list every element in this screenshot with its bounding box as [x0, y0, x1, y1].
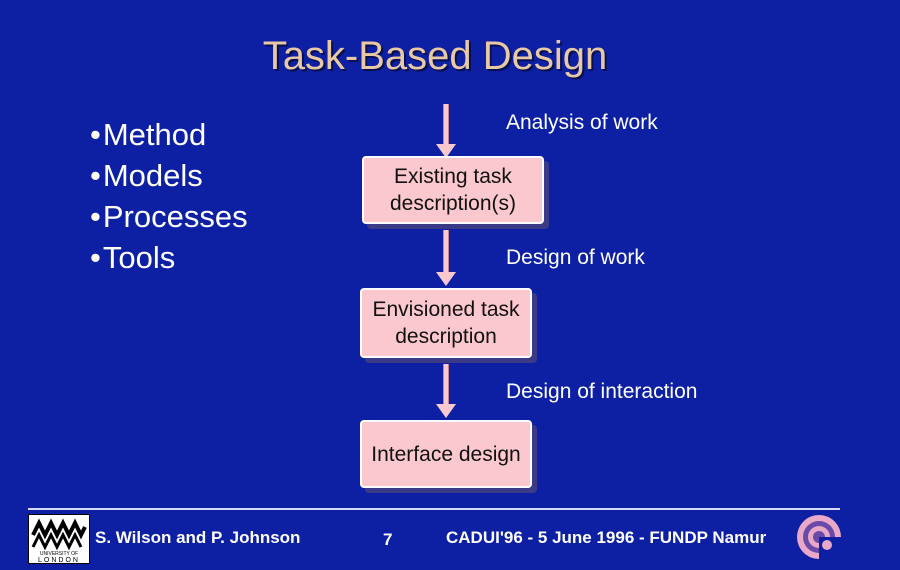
bullet-item-tools: Tools — [90, 237, 248, 278]
label-design-of-work: Design of work — [506, 246, 645, 269]
footer-page-number: 7 — [383, 530, 393, 549]
footer-event: CADUI'96 - 5 June 1996 - FUNDP Namur — [446, 528, 767, 547]
label-design-of-interaction: Design of interaction — [506, 380, 698, 403]
label-analysis-of-work: Analysis of work — [506, 111, 658, 134]
bullet-item-method: Method — [90, 114, 248, 155]
arrow-design-of-interaction — [436, 364, 456, 418]
arrow-design-of-work — [436, 230, 456, 286]
qmw-university-logo-icon: UNIVERSITY OF LONDON — [28, 514, 90, 564]
arrow-analysis — [436, 104, 456, 158]
slide-title: Task-Based Design — [262, 34, 608, 78]
concentric-circles-logo-icon — [796, 514, 842, 560]
box-interface-design: Interface design — [360, 420, 532, 488]
svg-text:UNIVERSITY OF: UNIVERSITY OF — [40, 551, 78, 557]
bullet-list: Method Models Processes Tools — [90, 114, 248, 278]
bullet-item-models: Models — [90, 155, 248, 196]
box-existing-task-description: Existing task description(s) — [362, 156, 544, 224]
box-envisioned-task-description: Envisioned task description — [360, 288, 532, 358]
bullet-item-processes: Processes — [90, 196, 248, 237]
svg-text:LONDON: LONDON — [38, 557, 80, 563]
footer-authors: S. Wilson and P. Johnson — [95, 528, 301, 547]
footer-divider — [28, 508, 840, 510]
